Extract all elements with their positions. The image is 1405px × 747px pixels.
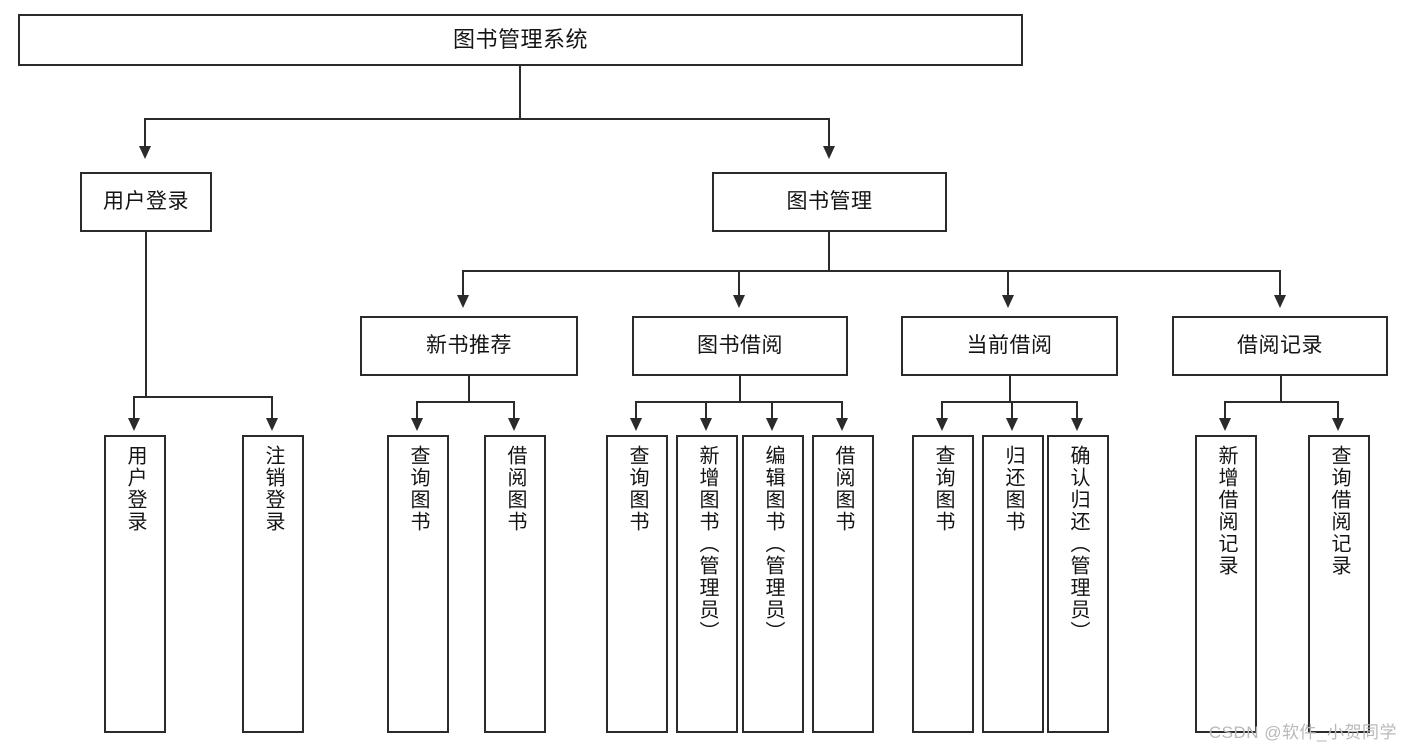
leaf-query-record-label: 查询借阅记录 bbox=[1328, 445, 1350, 577]
node-root[interactable]: 图书管理系统 bbox=[18, 14, 1023, 66]
edge-book-manage-stem bbox=[828, 232, 831, 272]
edge-bb-drop-3 bbox=[771, 401, 774, 420]
arrow-leaf-add-record bbox=[1219, 418, 1231, 431]
leaf-logout[interactable]: 注销登录 bbox=[242, 435, 304, 733]
arrow-user-login bbox=[139, 146, 151, 159]
edge-bm-drop-1 bbox=[462, 270, 465, 297]
leaf-confirm-return-label: 确认归还（管理员） bbox=[1067, 445, 1089, 643]
node-root-label: 图书管理系统 bbox=[452, 27, 588, 53]
node-book-borrow-label: 图书借阅 bbox=[697, 333, 783, 357]
edge-br-stem bbox=[1280, 376, 1283, 403]
leaf-user-login[interactable]: 用户登录 bbox=[104, 435, 166, 733]
node-book-manage[interactable]: 图书管理 bbox=[712, 172, 947, 232]
leaf-query-book-1[interactable]: 查询图书 bbox=[387, 435, 449, 733]
arrow-leaf-borrow-book-1 bbox=[508, 418, 520, 431]
leaf-add-book-label: 新增图书（管理员） bbox=[696, 445, 718, 643]
leaf-query-book-3[interactable]: 查询图书 bbox=[912, 435, 974, 733]
node-user-login-label: 用户登录 bbox=[103, 189, 189, 213]
arrow-current-borrow bbox=[1002, 295, 1014, 308]
node-borrow-record-label: 借阅记录 bbox=[1237, 333, 1323, 357]
edge-bb-drop-1 bbox=[635, 401, 638, 420]
arrow-leaf-edit-book bbox=[766, 418, 778, 431]
node-new-book-rec[interactable]: 新书推荐 bbox=[360, 316, 578, 376]
arrow-leaf-query-record bbox=[1332, 418, 1344, 431]
edge-user-login-drop-2 bbox=[271, 396, 274, 420]
edge-root-bus bbox=[144, 118, 830, 121]
node-book-borrow[interactable]: 图书借阅 bbox=[632, 316, 848, 376]
edge-cb-stem bbox=[1009, 376, 1012, 403]
edge-nbr-drop-1 bbox=[416, 401, 419, 420]
edge-cb-drop-1 bbox=[941, 401, 944, 420]
arrow-new-book-rec bbox=[457, 295, 469, 308]
leaf-user-login-label: 用户登录 bbox=[124, 445, 146, 533]
edge-cb-drop-2 bbox=[1011, 401, 1014, 420]
edge-bb-bus bbox=[635, 401, 843, 404]
node-user-login[interactable]: 用户登录 bbox=[80, 172, 212, 232]
leaf-edit-book-label: 编辑图书（管理员） bbox=[762, 445, 784, 643]
edge-root-drop-book-manage bbox=[828, 118, 831, 148]
leaf-confirm-return[interactable]: 确认归还（管理员） bbox=[1047, 435, 1109, 733]
edge-user-login-stem bbox=[145, 232, 148, 398]
leaf-borrow-book-2[interactable]: 借阅图书 bbox=[812, 435, 874, 733]
leaf-return-book-label: 归还图书 bbox=[1002, 445, 1024, 533]
leaf-logout-label: 注销登录 bbox=[262, 445, 284, 533]
arrow-leaf-return-book bbox=[1006, 418, 1018, 431]
edge-br-drop-1 bbox=[1224, 401, 1227, 420]
arrow-leaf-logout bbox=[266, 418, 278, 431]
edge-user-login-bus bbox=[133, 396, 273, 399]
leaf-add-book[interactable]: 新增图书（管理员） bbox=[676, 435, 738, 733]
leaf-add-record-label: 新增借阅记录 bbox=[1215, 445, 1237, 577]
edge-bm-drop-3 bbox=[1007, 270, 1010, 297]
edge-bb-drop-4 bbox=[841, 401, 844, 420]
arrow-book-borrow bbox=[733, 295, 745, 308]
leaf-add-record[interactable]: 新增借阅记录 bbox=[1195, 435, 1257, 733]
edge-user-login-drop-1 bbox=[133, 396, 136, 420]
leaf-query-book-1-label: 查询图书 bbox=[407, 445, 429, 533]
edge-br-drop-2 bbox=[1337, 401, 1340, 420]
edge-br-bus bbox=[1224, 401, 1339, 404]
arrow-leaf-add-book bbox=[700, 418, 712, 431]
leaf-borrow-book-1-label: 借阅图书 bbox=[504, 445, 526, 533]
node-book-manage-label: 图书管理 bbox=[786, 189, 873, 213]
arrow-leaf-user-login bbox=[128, 418, 140, 431]
arrow-leaf-query-book-1 bbox=[411, 418, 423, 431]
arrow-leaf-borrow-book-2 bbox=[836, 418, 848, 431]
leaf-edit-book[interactable]: 编辑图书（管理员） bbox=[742, 435, 804, 733]
leaf-query-record[interactable]: 查询借阅记录 bbox=[1308, 435, 1370, 733]
edge-cb-bus bbox=[941, 401, 1078, 404]
arrow-leaf-query-book-3 bbox=[936, 418, 948, 431]
node-new-book-rec-label: 新书推荐 bbox=[426, 333, 512, 357]
edge-root-drop-user-login bbox=[144, 118, 147, 148]
arrow-book-manage bbox=[823, 146, 835, 159]
arrow-leaf-query-book-2 bbox=[630, 418, 642, 431]
leaf-borrow-book-2-label: 借阅图书 bbox=[832, 445, 854, 533]
edge-bm-drop-4 bbox=[1279, 270, 1282, 297]
edge-bb-stem bbox=[739, 376, 742, 403]
leaf-query-book-2[interactable]: 查询图书 bbox=[606, 435, 668, 733]
arrow-leaf-confirm-return bbox=[1071, 418, 1083, 431]
leaf-query-book-3-label: 查询图书 bbox=[932, 445, 954, 533]
leaf-query-book-2-label: 查询图书 bbox=[626, 445, 648, 533]
edge-nbr-drop-2 bbox=[513, 401, 516, 420]
edge-book-manage-bus bbox=[462, 270, 1281, 273]
edge-root-stem bbox=[519, 66, 522, 119]
leaf-return-book[interactable]: 归还图书 bbox=[982, 435, 1044, 733]
arrow-borrow-record bbox=[1274, 295, 1286, 308]
edge-nbr-bus bbox=[416, 401, 515, 404]
edge-bb-drop-2 bbox=[705, 401, 708, 420]
edge-bm-drop-2 bbox=[738, 270, 741, 297]
node-current-borrow-label: 当前借阅 bbox=[966, 333, 1053, 357]
node-current-borrow[interactable]: 当前借阅 bbox=[901, 316, 1118, 376]
node-borrow-record[interactable]: 借阅记录 bbox=[1172, 316, 1388, 376]
edge-nbr-stem bbox=[468, 376, 471, 403]
edge-cb-drop-3 bbox=[1076, 401, 1079, 420]
leaf-borrow-book-1[interactable]: 借阅图书 bbox=[484, 435, 546, 733]
